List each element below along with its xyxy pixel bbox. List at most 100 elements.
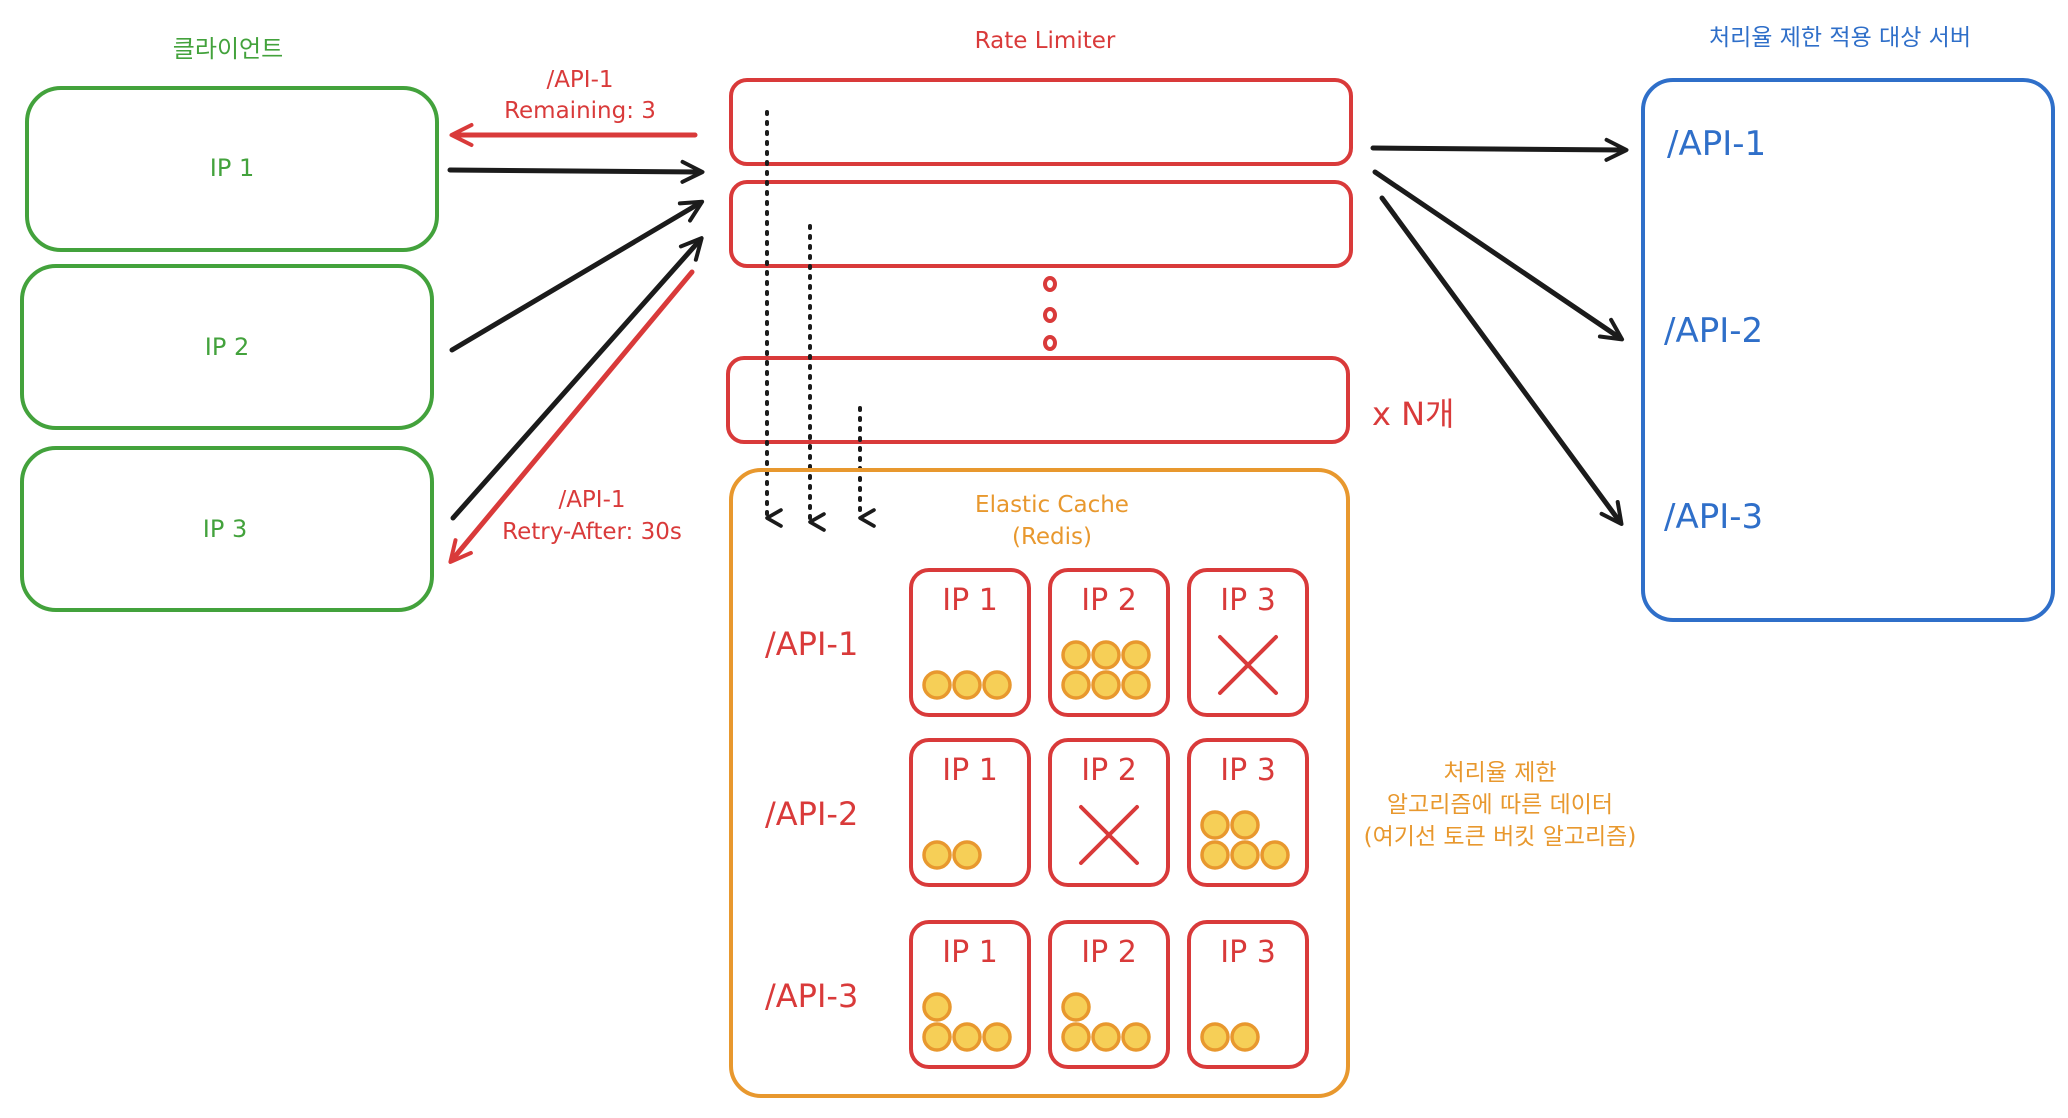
token-icon bbox=[1200, 840, 1230, 870]
response-retry-line2: Retry-After: 30s bbox=[502, 519, 682, 545]
bucket-ip-label: IP 2 bbox=[1081, 935, 1137, 970]
bucket-ip-label: IP 1 bbox=[942, 935, 998, 970]
token-icon bbox=[922, 670, 952, 700]
algorithm-note-line3: (여기선 토큰 버킷 알고리즘) bbox=[1364, 824, 1637, 850]
rate-limiter-group: Rate Limiter x N개 bbox=[726, 28, 1455, 444]
token-icon bbox=[1091, 1022, 1121, 1052]
token-icon bbox=[1091, 670, 1121, 700]
forward-api2-arrow bbox=[1372, 169, 1625, 342]
token-bucket-cell[interactable]: IP 3 bbox=[1187, 568, 1309, 717]
cache-row-label: /API-2 bbox=[765, 795, 858, 833]
token-icon bbox=[1061, 640, 1091, 670]
forward-api3-arrow bbox=[1379, 195, 1624, 527]
request-arrows bbox=[447, 123, 1629, 564]
bucket-box bbox=[1048, 920, 1170, 1069]
limiter-instance-2[interactable] bbox=[729, 180, 1353, 268]
bucket-ip-label: IP 1 bbox=[942, 583, 998, 618]
token-icon bbox=[1200, 810, 1230, 840]
token-icon bbox=[922, 1022, 952, 1052]
client-box bbox=[20, 446, 434, 612]
token-icon bbox=[1230, 810, 1260, 840]
ip1-request-arrow bbox=[447, 159, 705, 184]
bucket-ip-label: IP 2 bbox=[1081, 583, 1137, 618]
token-bucket-cell[interactable]: IP 3 bbox=[1187, 738, 1309, 887]
token-bucket-cell[interactable]: IP 1 bbox=[909, 568, 1031, 717]
token-icon bbox=[1230, 1022, 1260, 1052]
algorithm-note-line1: 처리율 제한 bbox=[1443, 760, 1556, 786]
server-title: 처리율 제한 적용 대상 서버 bbox=[1709, 25, 1971, 51]
token-icon bbox=[1121, 1022, 1151, 1052]
token-icon bbox=[982, 670, 1012, 700]
token-icon bbox=[982, 1022, 1012, 1052]
cache-row-label: /API-1 bbox=[765, 625, 858, 663]
client-ip-1[interactable]: IP 1 bbox=[25, 86, 439, 252]
response-retry-line1: /API-1 bbox=[558, 487, 625, 513]
token-bucket-grid: /API-1 IP 1 IP 2 IP 3/API-2 IP 1 IP 2 IP 3/API… bbox=[765, 568, 1309, 1069]
client-ip-2[interactable]: IP 2 bbox=[20, 264, 434, 430]
clients-title: 클라이언트 bbox=[173, 35, 283, 63]
bucket-ip-label: IP 1 bbox=[942, 753, 998, 788]
token-icon bbox=[922, 840, 952, 870]
limiter-instance-n[interactable] bbox=[726, 356, 1350, 444]
token-icon bbox=[922, 992, 952, 1022]
bucket-box bbox=[1048, 568, 1170, 717]
token-bucket-cell[interactable]: IP 2 bbox=[1048, 568, 1170, 717]
bucket-ip-label: IP 3 bbox=[1220, 935, 1276, 970]
client-label: IP 2 bbox=[205, 333, 249, 361]
client-box bbox=[20, 264, 434, 430]
ip3-request-arrow bbox=[450, 236, 704, 521]
cache-access-arrows bbox=[765, 110, 876, 532]
cache-box[interactable] bbox=[729, 468, 1350, 1098]
bucket-box bbox=[909, 920, 1031, 1069]
token-icon bbox=[1061, 1022, 1091, 1052]
server-api-1[interactable]: /API-1 bbox=[1667, 124, 1766, 164]
token-bucket-cell[interactable]: IP 2 bbox=[1048, 920, 1170, 1069]
limiter-multiplier: x N개 bbox=[1372, 395, 1455, 433]
bucket-ip-label: IP 3 bbox=[1220, 583, 1276, 618]
token-icon bbox=[1091, 640, 1121, 670]
token-icon bbox=[1061, 992, 1091, 1022]
ellipsis-dots bbox=[1043, 276, 1057, 351]
cache-title: Elastic Cache bbox=[975, 492, 1129, 518]
token-bucket-cell[interactable]: IP 2 bbox=[1048, 738, 1170, 887]
server-api-2[interactable]: /API-2 bbox=[1664, 311, 1763, 351]
server-box[interactable] bbox=[1641, 78, 2055, 622]
response-remaining-line1: /API-1 bbox=[546, 67, 613, 93]
limiter-instance-1[interactable] bbox=[729, 78, 1353, 166]
limiter-title: Rate Limiter bbox=[975, 28, 1116, 54]
token-bucket-cell[interactable]: IP 3 bbox=[1187, 920, 1309, 1069]
bucket-box bbox=[1187, 568, 1309, 717]
token-icon bbox=[1061, 670, 1091, 700]
blocked-cross-icon bbox=[1218, 635, 1278, 695]
client-label: IP 3 bbox=[203, 515, 247, 543]
token-icon bbox=[952, 670, 982, 700]
client-label: IP 1 bbox=[210, 154, 254, 182]
server-api-3[interactable]: /API-3 bbox=[1664, 497, 1763, 537]
client-ip-3[interactable]: IP 3 bbox=[20, 446, 434, 612]
ip2-request-arrow bbox=[449, 199, 705, 353]
token-icon bbox=[952, 1022, 982, 1052]
bucket-box bbox=[1048, 738, 1170, 887]
token-icon bbox=[1230, 840, 1260, 870]
forward-api1-arrow bbox=[1370, 137, 1629, 162]
bucket-box bbox=[1187, 738, 1309, 887]
token-icon bbox=[1200, 1022, 1230, 1052]
retry-response-arrow bbox=[448, 269, 695, 564]
bucket-ip-label: IP 2 bbox=[1081, 753, 1137, 788]
token-bucket-cell[interactable]: IP 1 bbox=[909, 738, 1031, 887]
blocked-cross-icon bbox=[1079, 805, 1139, 865]
cache-row-label: /API-3 bbox=[765, 977, 858, 1015]
token-icon bbox=[1260, 840, 1290, 870]
token-icon bbox=[952, 840, 982, 870]
bucket-box bbox=[909, 738, 1031, 887]
response-remaining-line2: Remaining: 3 bbox=[504, 98, 656, 124]
algorithm-note-line2: 알고리즘에 따른 데이터 bbox=[1387, 792, 1613, 818]
token-icon bbox=[1121, 640, 1151, 670]
cache-group: Elastic Cache (Redis) /API-1 IP 1 IP 2 IP 3… bbox=[729, 468, 1350, 1098]
token-bucket-cell[interactable]: IP 1 bbox=[909, 920, 1031, 1069]
cache-subtitle: (Redis) bbox=[1012, 524, 1092, 550]
token-icon bbox=[1121, 670, 1151, 700]
client-box bbox=[25, 86, 439, 252]
bucket-ip-label: IP 3 bbox=[1220, 753, 1276, 788]
